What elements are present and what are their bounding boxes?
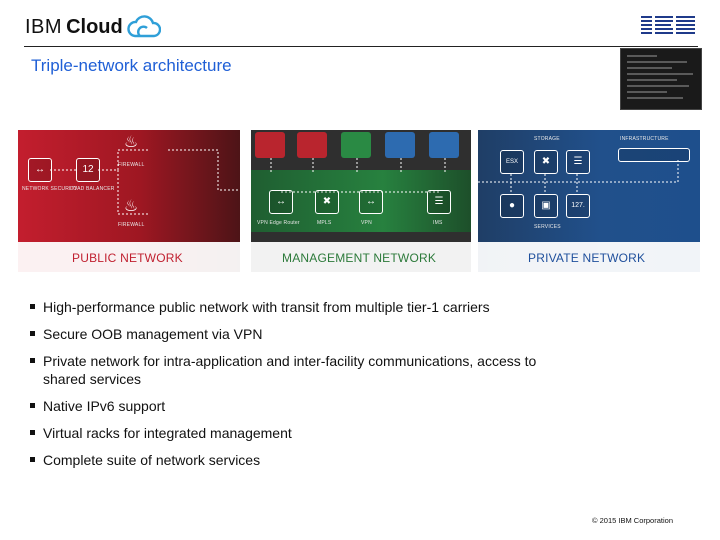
bullet-item: High-performance public network with tra… <box>30 298 690 316</box>
ibm-cloud-logo: IBM Cloud <box>25 14 161 40</box>
bullet-marker <box>30 457 35 462</box>
bullet-marker <box>30 304 35 309</box>
bullet-item: Secure OOB management via VPN <box>30 325 690 343</box>
public-connector-lines <box>50 149 240 215</box>
management-label-band <box>251 242 471 272</box>
load-balancer-label: LOAD BALANCER <box>70 186 115 192</box>
header-divider <box>24 46 698 47</box>
bullet-marker <box>30 430 35 435</box>
logo-cloud-text: Cloud <box>66 15 123 38</box>
linux-icon: ● <box>500 194 524 218</box>
network-security-label: NETWORK SECURITY <box>22 186 78 192</box>
mpls-label: MPLS <box>317 220 332 226</box>
bullet-marker <box>30 358 35 363</box>
mpls-icon: ✖ <box>315 190 339 214</box>
copyright-text: © 2015 IBM Corporation <box>592 516 673 525</box>
bullet-text: Private network for intra-application an… <box>43 353 537 387</box>
load-balancer-icon: 12 <box>76 158 100 182</box>
firewall-icon-top: ♨ <box>123 134 139 151</box>
logo-ibm-text: IBM <box>25 15 63 38</box>
slide-title: Triple-network architecture <box>31 56 232 75</box>
esx-icon: ESX <box>500 150 524 174</box>
port-connectors <box>255 132 459 193</box>
bullet-marker <box>30 403 35 408</box>
network-security-icon: ↔ <box>28 158 52 182</box>
bullet-item: Virtual racks for integrated management <box>30 424 690 442</box>
public-network-label: PUBLIC NETWORK <box>72 251 183 265</box>
ims-label: IMS <box>433 220 443 226</box>
database-icon: ☰ <box>566 150 590 174</box>
public-label-band <box>18 242 240 272</box>
management-band <box>251 170 471 232</box>
vpn-icon: ↔ <box>359 190 383 214</box>
vpn-edge-router-label: VPN Edge Router <box>257 220 300 226</box>
firewall-bottom-label: FIREWALL <box>118 222 145 228</box>
bullet-text: Virtual racks for integrated management <box>43 425 292 441</box>
private-connector-lines <box>478 160 679 194</box>
switch-icon: ✖ <box>534 150 558 174</box>
vpn-edge-router-icon: ↔ <box>269 190 293 214</box>
private-label-band <box>478 242 700 272</box>
bullet-text: Secure OOB management via VPN <box>43 326 263 342</box>
cloud-icon <box>127 15 161 38</box>
bullet-list: High-performance public network with tra… <box>30 298 690 478</box>
bullet-text: Complete suite of network services <box>43 452 261 468</box>
infrastructure-label: INFRASTRUCTURE <box>620 136 669 142</box>
management-network-label: MANAGEMENT NETWORK <box>282 251 437 265</box>
bullet-item: Private network for intra-application an… <box>30 352 563 388</box>
storage-label: STORAGE <box>534 136 560 142</box>
rack-server-icon <box>618 148 690 162</box>
ibm-logo-icon <box>641 16 695 34</box>
bullet-item: Complete suite of network services <box>30 451 690 469</box>
firewall-icon-bottom: ♨ <box>123 198 139 215</box>
bullet-text: Native IPv6 support <box>43 398 166 414</box>
bullet-marker <box>30 331 35 336</box>
services-label: SERVICES <box>534 224 561 230</box>
ims-icon: ☰ <box>427 190 451 214</box>
firewall-top-label: FIREWALL <box>118 162 145 168</box>
bullet-item: Native IPv6 support <box>30 397 690 415</box>
lock-icon: ▣ <box>534 194 558 218</box>
bullet-text: High-performance public network with tra… <box>43 299 490 315</box>
portal-screenshot-thumbnail <box>620 48 702 110</box>
vpn-label: VPN <box>361 220 372 226</box>
private-network-label: PRIVATE NETWORK <box>528 251 646 265</box>
ip-127-icon: 127. <box>566 194 590 218</box>
